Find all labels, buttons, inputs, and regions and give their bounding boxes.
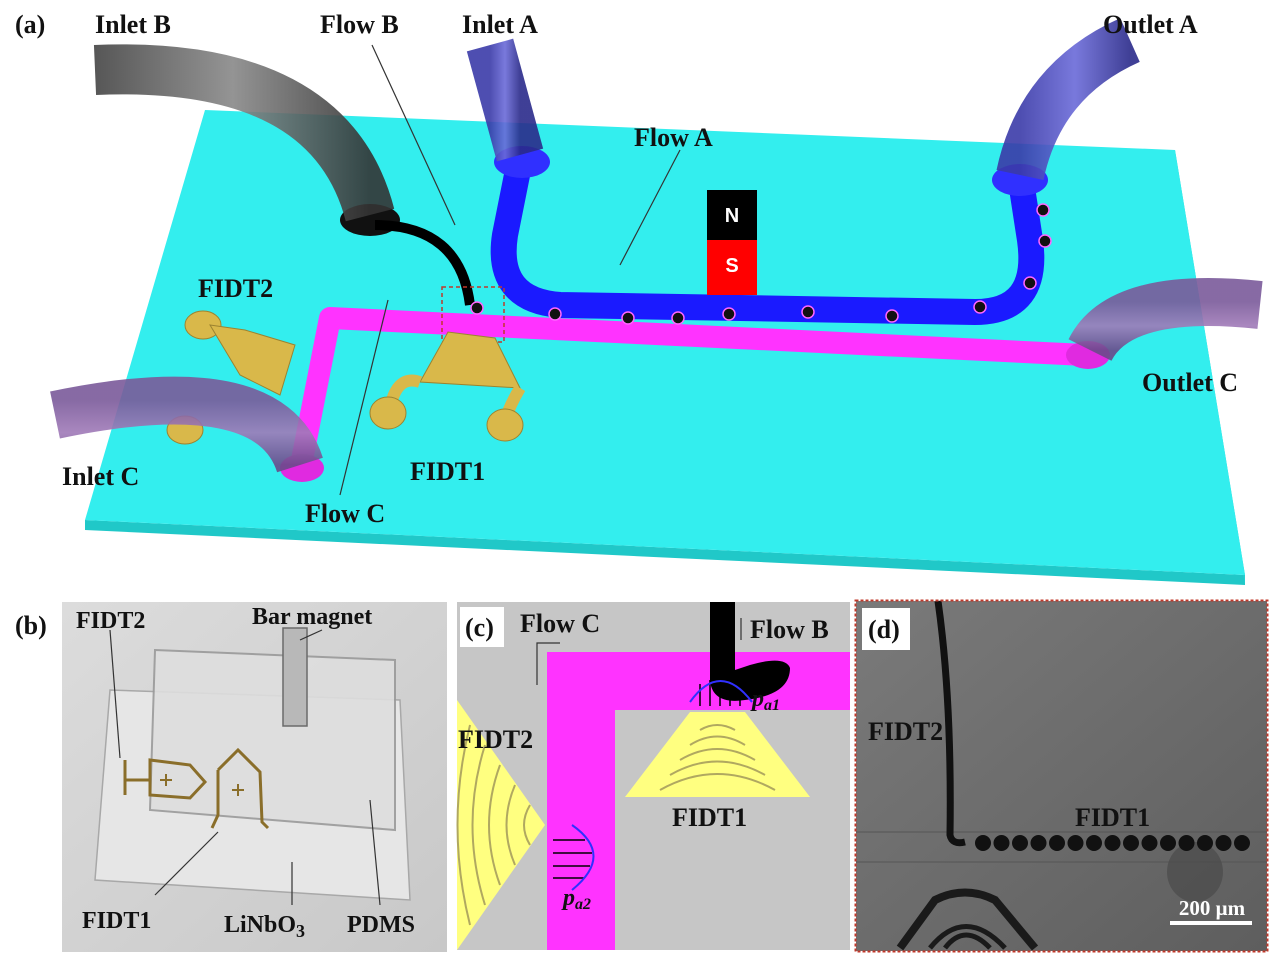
label-flow-a: Flow A	[634, 123, 713, 152]
particle	[993, 835, 1010, 851]
photo-electrodes	[123, 747, 270, 830]
zoom-frame	[854, 599, 1269, 953]
particle	[1160, 835, 1176, 851]
particle	[1123, 835, 1139, 851]
label-inlet-b: Inlet B	[95, 10, 171, 39]
fidt1-fingers	[659, 724, 776, 791]
panel-d: 200 μm (d) FIDT2 FIDT1	[854, 599, 1269, 953]
panel-b: (b) FIDT2 Bar magnet FIDT1 LiNbO3 PDMS	[15, 602, 447, 952]
label-bar-magnet: Bar magnet	[252, 604, 372, 630]
magnet-shadow	[1167, 842, 1223, 902]
label-outlet-a: Outlet A	[1103, 10, 1198, 39]
inlet-c-tube	[50, 376, 323, 474]
flow-c-horizontal	[547, 652, 850, 710]
fidt1-electrode	[369, 331, 526, 442]
panel-d-tag-bg	[862, 608, 910, 650]
panel-c-tag: (c)	[465, 613, 494, 642]
particle	[1234, 835, 1250, 851]
acoustic-force-arrows-2	[553, 824, 595, 891]
particle	[1012, 835, 1028, 851]
particle	[1104, 835, 1121, 851]
particle	[1086, 835, 1102, 851]
label-flow-c: Flow C	[305, 499, 385, 528]
flow-c-arrow	[536, 642, 560, 685]
label-fidt1-d: FIDT1	[1075, 803, 1150, 832]
particle	[975, 835, 991, 851]
label-flow-b: Flow B	[320, 10, 399, 39]
fidt1-micro	[896, 888, 1039, 951]
label-fidt2-b: FIDT2	[76, 608, 145, 634]
magnet-n-label: N	[725, 205, 739, 227]
flow-c-channel	[289, 307, 1086, 473]
panel-a-tag: (a)	[15, 10, 45, 39]
label-pa2: pa2	[561, 885, 591, 913]
label-pa1: pa1	[750, 686, 780, 714]
magnet-s-label: S	[725, 255, 738, 277]
bar-magnet-photo	[282, 627, 308, 727]
outlet-a-tube	[996, 18, 1141, 181]
flow-b-stream	[710, 602, 790, 701]
panel-c: (c) Flow C Flow B FIDT2 FIDT1 pa1 pa2	[456, 602, 850, 950]
particle	[1030, 835, 1047, 851]
label-fidt2-d: FIDT2	[868, 717, 943, 746]
fidt1-schematic	[625, 712, 810, 797]
label-inlet-a: Inlet A	[462, 10, 538, 39]
outlet-c-tube	[1068, 278, 1263, 363]
particle	[1197, 835, 1213, 851]
flow-b-stream-micro	[934, 600, 966, 847]
label-fidt1: FIDT1	[410, 457, 485, 486]
scale-bar-label: 200 μm	[1179, 896, 1246, 920]
label-fidt2-c: FIDT2	[458, 725, 533, 754]
label-inlet-c: Inlet C	[62, 462, 139, 491]
inlet-b-tube	[93, 44, 395, 222]
magnet-south	[707, 240, 757, 295]
panel-c-tag-bg	[460, 607, 504, 647]
label-fidt2: FIDT2	[198, 274, 273, 303]
pdms-block	[148, 648, 396, 832]
acoustic-force-arrows-1	[689, 678, 753, 706]
substrate-side	[85, 520, 1245, 585]
panel-b-tag: (b)	[15, 611, 47, 640]
particle	[1178, 835, 1195, 851]
particle	[1141, 835, 1158, 851]
label-flow-b-c: Flow B	[750, 615, 829, 644]
particle-chain	[975, 835, 1250, 851]
flow-a-channel	[490, 157, 1045, 325]
panel-d-tag: (d)	[868, 615, 900, 644]
scale-bar	[1170, 921, 1252, 925]
label-outlet-c: Outlet C	[1142, 368, 1238, 397]
label-pdms: PDMS	[347, 912, 415, 938]
inlet-a-tube	[466, 38, 544, 162]
particle	[1049, 835, 1065, 851]
particle	[1067, 835, 1084, 851]
fidt2-schematic	[457, 700, 545, 950]
label-flow-c-c: Flow C	[520, 609, 600, 638]
photo-pointer-lines	[109, 629, 381, 906]
label-fidt1-c: FIDT1	[672, 803, 747, 832]
fidt2-fingers	[456, 724, 531, 926]
magnetic-particles	[470, 203, 1052, 325]
magnet-north	[707, 190, 757, 240]
panel-a: N S (a) Inlet B Flow B Inlet A Outlet A …	[15, 10, 1263, 585]
particle	[1215, 835, 1232, 851]
label-linbo3: LiNbO3	[224, 912, 305, 941]
label-fidt1-b: FIDT1	[82, 908, 151, 934]
pointer-lines	[339, 44, 681, 496]
